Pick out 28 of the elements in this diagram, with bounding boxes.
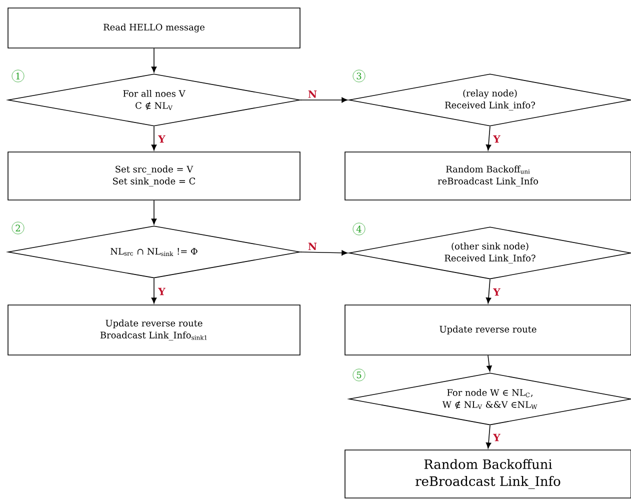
arrow [300, 250, 348, 256]
step-number: 4 [352, 222, 366, 236]
process-box: Read HELLO message [8, 8, 300, 48]
arrow [486, 126, 492, 151]
process-box: Random Backoffuni reBroadcast Link_Info [344, 450, 631, 498]
edge-label: N [306, 242, 318, 252]
arrow [486, 279, 492, 304]
process-box: Set src_node = V Set sink_node = C [8, 152, 300, 200]
arrow [486, 425, 492, 449]
arrow [151, 278, 157, 304]
arrow [151, 200, 157, 225]
arrow [151, 126, 157, 151]
edge-label: Y [492, 287, 502, 297]
arrow [486, 355, 492, 372]
step-number: 2 [12, 222, 24, 234]
step-number: 1 [12, 70, 24, 82]
edge-label: Y [157, 286, 166, 296]
edge-label: Y [492, 134, 502, 144]
step-number: 3 [352, 70, 366, 82]
edge-label: Y [157, 134, 166, 144]
arrow [151, 48, 157, 73]
process-box: Update reverse route [344, 304, 631, 356]
edge-label: Y [492, 432, 502, 442]
step-number: 5 [352, 368, 366, 382]
arrow [300, 97, 348, 103]
process-box: Random Backoff$_{uni}$ reBroadcast Link_Info [344, 152, 631, 200]
process-box: Update reverse route Broadcast Link_Info$_{sink1}$ [8, 304, 300, 356]
edge-label: N [306, 90, 318, 99]
